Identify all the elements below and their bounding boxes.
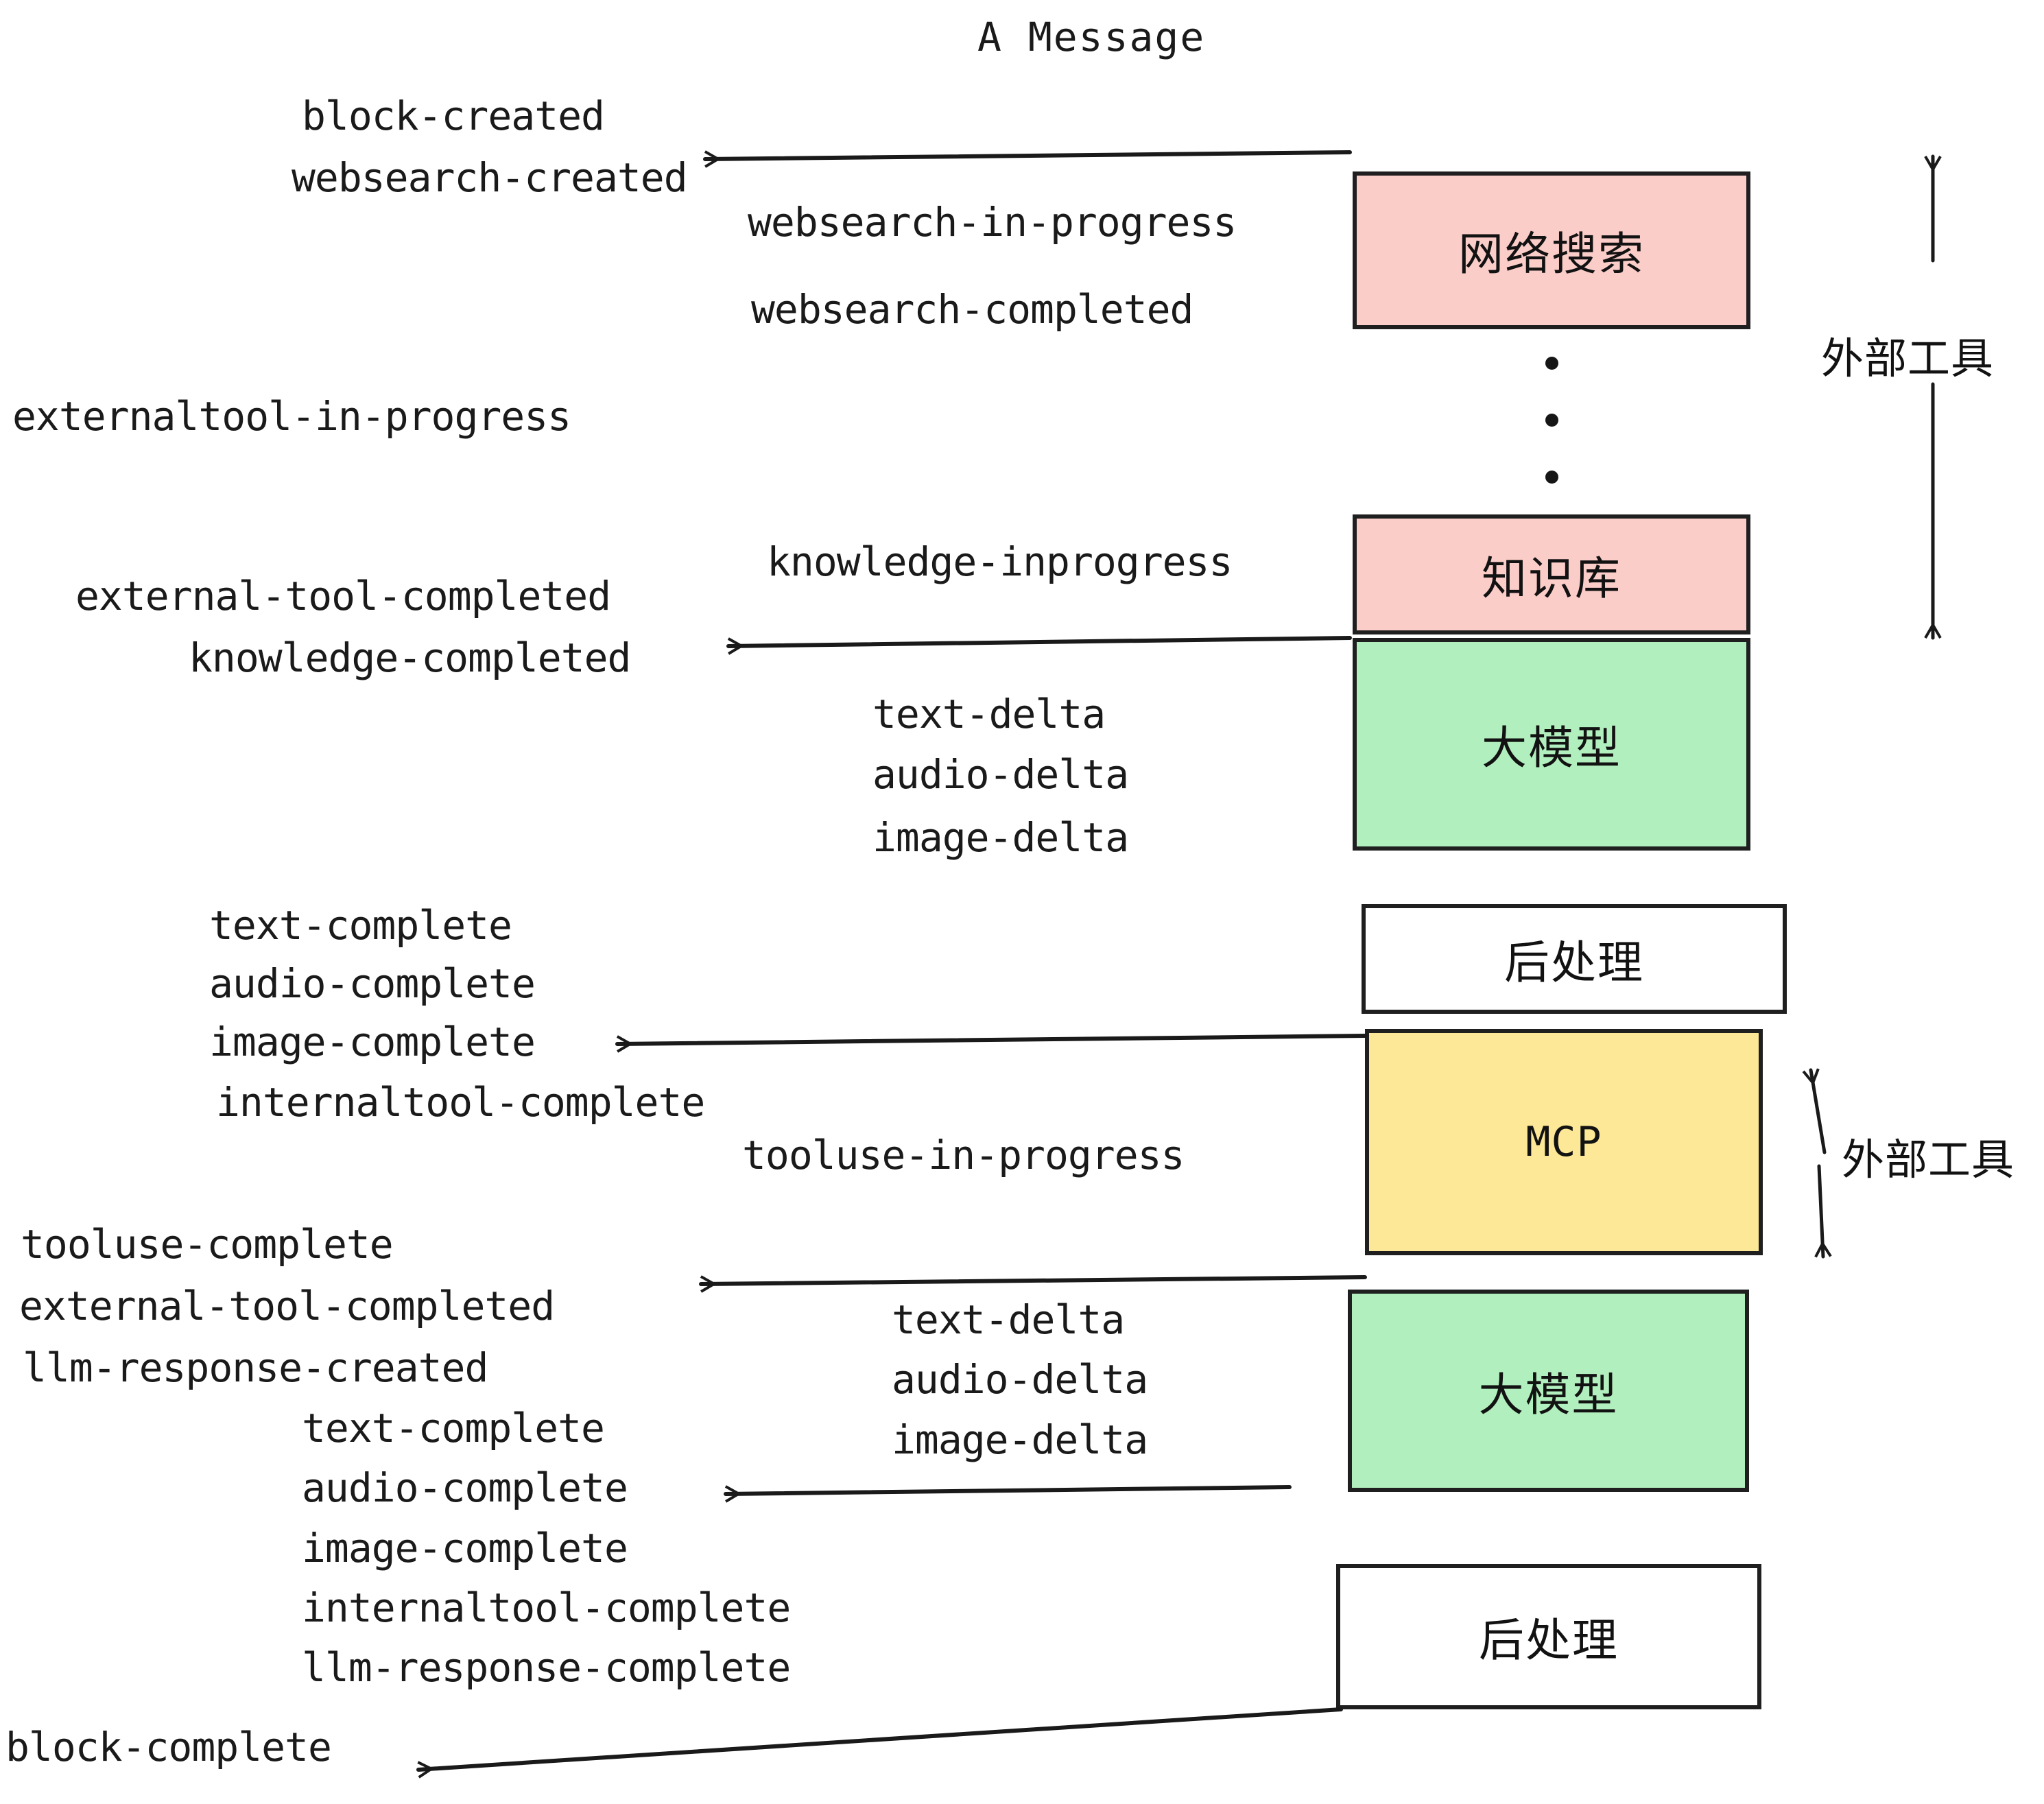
event-label-image-complete-2: image-complete bbox=[302, 1525, 628, 1571]
event-label-tooluse-in-progress: tooluse-in-progress bbox=[742, 1132, 1185, 1178]
node-box-mcp[interactable]: MCP bbox=[1365, 1029, 1763, 1255]
ellipsis-dot bbox=[1545, 414, 1558, 427]
node-box-post-2[interactable]: 后处理 bbox=[1336, 1564, 1761, 1709]
event-label-audio-complete-1: audio-complete bbox=[209, 960, 536, 1007]
event-label-knowledge-completed: knowledge-completed bbox=[189, 634, 631, 681]
node-label-knowledge: 知识库 bbox=[1482, 551, 1621, 605]
event-label-text-complete-2: text-complete bbox=[302, 1405, 605, 1451]
event-label-external-tool-completed-1: external-tool-completed bbox=[75, 573, 611, 619]
event-label-external-tool-completed-2: external-tool-completed bbox=[19, 1283, 555, 1329]
arrow-image-complete bbox=[615, 1034, 1367, 1044]
event-label-block-created: block-created bbox=[302, 93, 605, 139]
node-label-post-2: 后处理 bbox=[1479, 1614, 1619, 1667]
event-label-image-delta-2: image-delta bbox=[892, 1416, 1148, 1463]
side-label-external-tool-bottom: 外部工具 bbox=[1842, 1135, 2015, 1185]
event-label-audio-delta-1: audio-delta bbox=[872, 751, 1129, 798]
page-title: A Message bbox=[977, 14, 1206, 60]
arrow-ext-down-2 bbox=[1819, 1164, 1823, 1259]
arrow-ext-up-2 bbox=[1811, 1070, 1827, 1154]
side-label-external-tool-top: 外部工具 bbox=[1821, 333, 1995, 383]
ellipsis-dots bbox=[1545, 357, 1558, 484]
event-label-audio-delta-2: audio-delta bbox=[892, 1356, 1148, 1403]
event-label-llm-response-created: llm-response-created bbox=[23, 1344, 488, 1391]
arrow-tooluse bbox=[699, 1275, 1367, 1284]
node-box-post-1[interactable]: 后处理 bbox=[1362, 904, 1787, 1014]
event-label-image-complete-1: image-complete bbox=[209, 1019, 536, 1065]
event-label-websearch-created: websearch-created bbox=[292, 154, 688, 201]
event-label-text-delta-2: text-delta bbox=[892, 1296, 1125, 1343]
node-box-llm-1[interactable]: 大模型 bbox=[1353, 638, 1750, 851]
arrow-block-complete bbox=[416, 1707, 1343, 1770]
event-label-block-complete: block-complete bbox=[5, 1724, 332, 1770]
node-label-llm-1: 大模型 bbox=[1482, 722, 1621, 774]
ellipsis-dot bbox=[1545, 357, 1558, 370]
event-label-internaltool-complete-1: internaltool-complete bbox=[216, 1079, 705, 1126]
event-label-llm-response-complete: llm-response-complete bbox=[302, 1644, 791, 1691]
node-box-llm-2[interactable]: 大模型 bbox=[1348, 1290, 1749, 1492]
event-label-image-delta-1: image-delta bbox=[872, 814, 1129, 861]
node-box-knowledge[interactable]: 知识库 bbox=[1353, 514, 1750, 634]
event-label-text-delta-1: text-delta bbox=[872, 691, 1106, 737]
event-label-audio-complete-2: audio-complete bbox=[302, 1464, 628, 1511]
node-label-post-1: 后处理 bbox=[1504, 936, 1644, 989]
arrow-knowledge bbox=[726, 636, 1352, 646]
node-label-mcp: MCP bbox=[1525, 1118, 1602, 1166]
event-label-externaltool-in-progress: externaltool-in-progress bbox=[12, 393, 571, 440]
event-label-tooluse-complete: tooluse-complete bbox=[21, 1221, 394, 1268]
event-label-text-complete-1: text-complete bbox=[209, 902, 512, 949]
arrow-audio-complete bbox=[724, 1485, 1292, 1494]
event-label-knowledge-inprogress: knowledge-inprogress bbox=[767, 538, 1233, 585]
event-label-websearch-completed: websearch-completed bbox=[751, 286, 1193, 333]
node-box-websearch[interactable]: 网络搜索 bbox=[1353, 171, 1750, 329]
event-label-internaltool-complete-2: internaltool-complete bbox=[302, 1585, 791, 1631]
ellipsis-dot bbox=[1545, 471, 1558, 484]
node-label-llm-2: 大模型 bbox=[1478, 1368, 1619, 1421]
arrow-block-created bbox=[703, 150, 1352, 159]
node-label-websearch: 网络搜索 bbox=[1458, 228, 1645, 281]
event-label-websearch-in-progress: websearch-in-progress bbox=[748, 199, 1237, 246]
